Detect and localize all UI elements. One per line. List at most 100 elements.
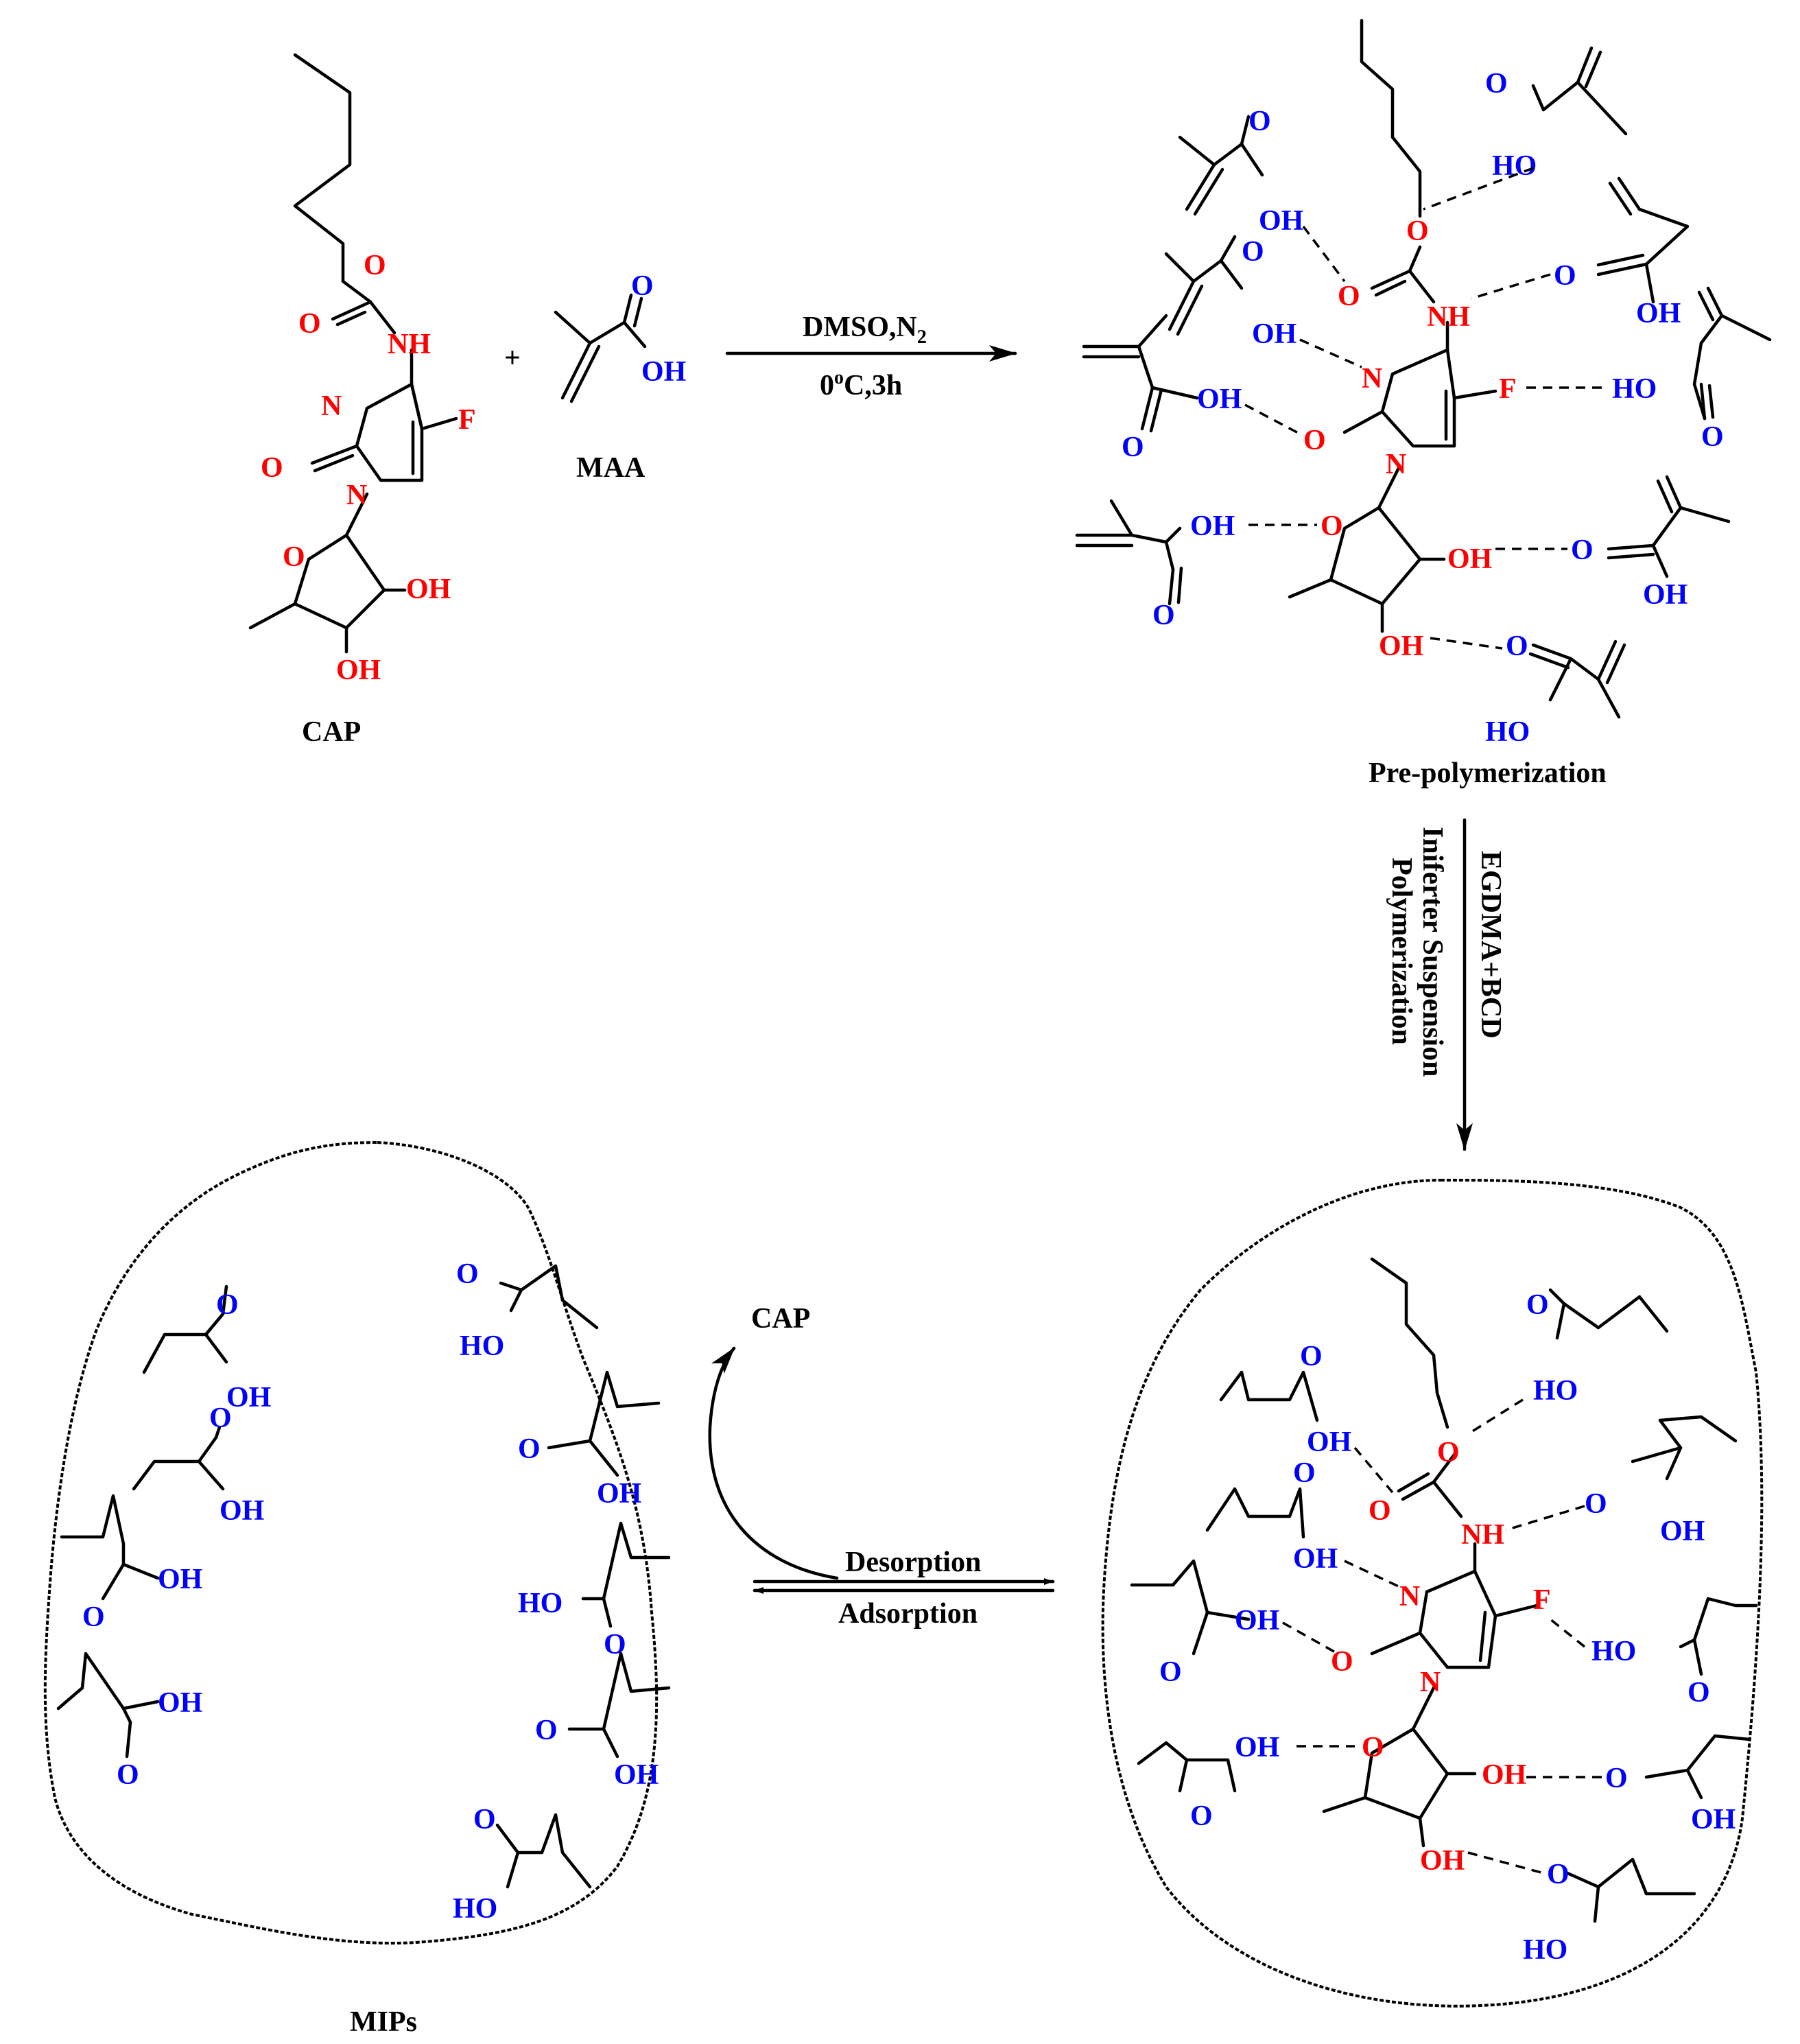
atom-ho: HO [518, 1588, 562, 1619]
atom-oh: OH [1482, 1759, 1526, 1791]
atom-o: O [298, 308, 321, 340]
arrow-step2: EGDMA+BCD Iniferter Suspension Polymeriz… [1386, 818, 1506, 1151]
desorption-label: Desorption [845, 1547, 981, 1578]
atom-oh: OH [1235, 1732, 1279, 1763]
atom-n: N [346, 480, 367, 511]
arrow-step1: DMSO,N2 0oC,3h [725, 312, 1017, 401]
atom-o: O [518, 1433, 541, 1465]
atom-f: F [1533, 1584, 1551, 1616]
atom-o: O [82, 1601, 105, 1633]
atom-o: O [535, 1715, 558, 1746]
atom-ho: HO [1612, 373, 1657, 405]
condition-crosslinker: EGDMA+BCD [1475, 851, 1506, 1039]
atom-o: O [456, 1258, 479, 1290]
atom-nh: NH [388, 329, 431, 360]
atom-oh: OH [158, 1687, 202, 1719]
atom-oh: OH [220, 1495, 264, 1527]
mips-cavity: O OH O OH OH O OH O O HO O OH HO O O O [43, 1140, 671, 2038]
atom-o: O [364, 250, 386, 281]
plus-sign: + [504, 342, 521, 374]
atom-o: O [1701, 421, 1724, 453]
atom-o: O [1406, 215, 1429, 247]
desorption-adsorption-arrows: Desorption Adsorption CAP [708, 1303, 1055, 1630]
atom-oh: OH [1307, 1426, 1351, 1458]
atom-ho: HO [1591, 1636, 1636, 1667]
atom-o: O [473, 1804, 496, 1835]
atom-oh: OH [406, 574, 451, 605]
atom-o: O [1242, 236, 1264, 268]
atom-n: N [1399, 1581, 1420, 1612]
atom-oh: OH [614, 1759, 659, 1791]
atom-n: N [1386, 449, 1406, 480]
atom-o: O [1526, 1289, 1549, 1321]
atom-oh: OH [1379, 631, 1423, 662]
atom-o: O [1338, 281, 1360, 312]
atom-oh: OH [336, 655, 381, 686]
atom-oh: OH [226, 1382, 271, 1413]
atom-o: O [1159, 1656, 1182, 1688]
atom-f: F [1499, 373, 1517, 405]
atom-o: O [1300, 1341, 1323, 1372]
atom-o: O [1293, 1457, 1316, 1489]
atom-oh: OH [1190, 510, 1235, 542]
atom-o: O [1554, 260, 1576, 292]
atom-o: O [1571, 535, 1594, 566]
condition-method: Iniferter Suspension [1417, 827, 1448, 1077]
atom-oh: OH [1420, 1845, 1465, 1877]
atom-f: F [458, 404, 476, 436]
atom-oh: OH [1447, 543, 1492, 575]
atom-o: O [1369, 1495, 1391, 1527]
atom-nh: NH [1461, 1519, 1504, 1551]
cap-label: CAP [302, 716, 361, 748]
imprinted-polymer-with-template: O O NH N O F N O OH OH O HO O OH O OH O … [1101, 1178, 1764, 2008]
pre-polymerization-complex: O O NH N O F N O OH OH O HO O OH O OH [1075, 19, 1772, 789]
atom-n: N [321, 390, 342, 422]
atom-o: O [1605, 1763, 1628, 1794]
condition-temp: 0oC,3h [820, 367, 902, 401]
released-cap-label: CAP [751, 1303, 810, 1335]
atom-o: O [117, 1759, 139, 1791]
condition-method-2: Polymerization [1386, 858, 1417, 1045]
atom-o: O [1321, 510, 1343, 542]
atom-o: O [1248, 106, 1271, 137]
atom-o: O [1688, 1677, 1710, 1708]
atom-o: O [216, 1289, 239, 1321]
atom-o: O [1437, 1437, 1460, 1468]
atom-o: O [1152, 600, 1175, 631]
maa-molecule: O OH MAA [554, 270, 686, 484]
atom-oh: OH [1252, 318, 1296, 350]
atom-ho: HO [1523, 1934, 1567, 1966]
atom-o: O [283, 541, 305, 573]
atom-o: O [1303, 425, 1326, 456]
atom-nh: NH [1427, 301, 1470, 333]
atom-oh: OH [1293, 1543, 1338, 1575]
atom-o: O [1506, 631, 1528, 662]
cap-molecule: O O NH N O F N O OH OH CAP [248, 53, 476, 748]
atom-oh: OH [158, 1564, 202, 1595]
atom-o: O [631, 270, 654, 302]
atom-o: O [1585, 1488, 1607, 1520]
atom-oh: OH [1259, 205, 1303, 237]
atom-oh: OH [1235, 1605, 1279, 1636]
atom-o: O [1485, 68, 1508, 99]
atom-o: O [1190, 1800, 1213, 1832]
condition-solvent: DMSO,N2 [803, 312, 927, 348]
atom-oh: OH [597, 1478, 641, 1509]
atom-oh: OH [1643, 579, 1688, 611]
mips-label: MIPs [350, 2006, 417, 2038]
atom-o: O [261, 452, 283, 484]
atom-oh: OH [1660, 1516, 1705, 1547]
atom-o: O [1331, 1646, 1353, 1678]
atom-oh: OH [641, 356, 686, 388]
atom-ho: HO [460, 1330, 504, 1362]
pre-polymerization-label: Pre-polymerization [1369, 757, 1607, 789]
atom-ho: HO [1533, 1375, 1578, 1407]
atom-ho: HO [1485, 716, 1530, 748]
atom-oh: OH [1197, 384, 1242, 415]
atom-o: O [209, 1402, 232, 1434]
atom-o: O [1547, 1859, 1570, 1890]
atom-o: O [1362, 1732, 1384, 1763]
atom-o: O [1122, 432, 1144, 463]
maa-label: MAA [576, 452, 646, 484]
